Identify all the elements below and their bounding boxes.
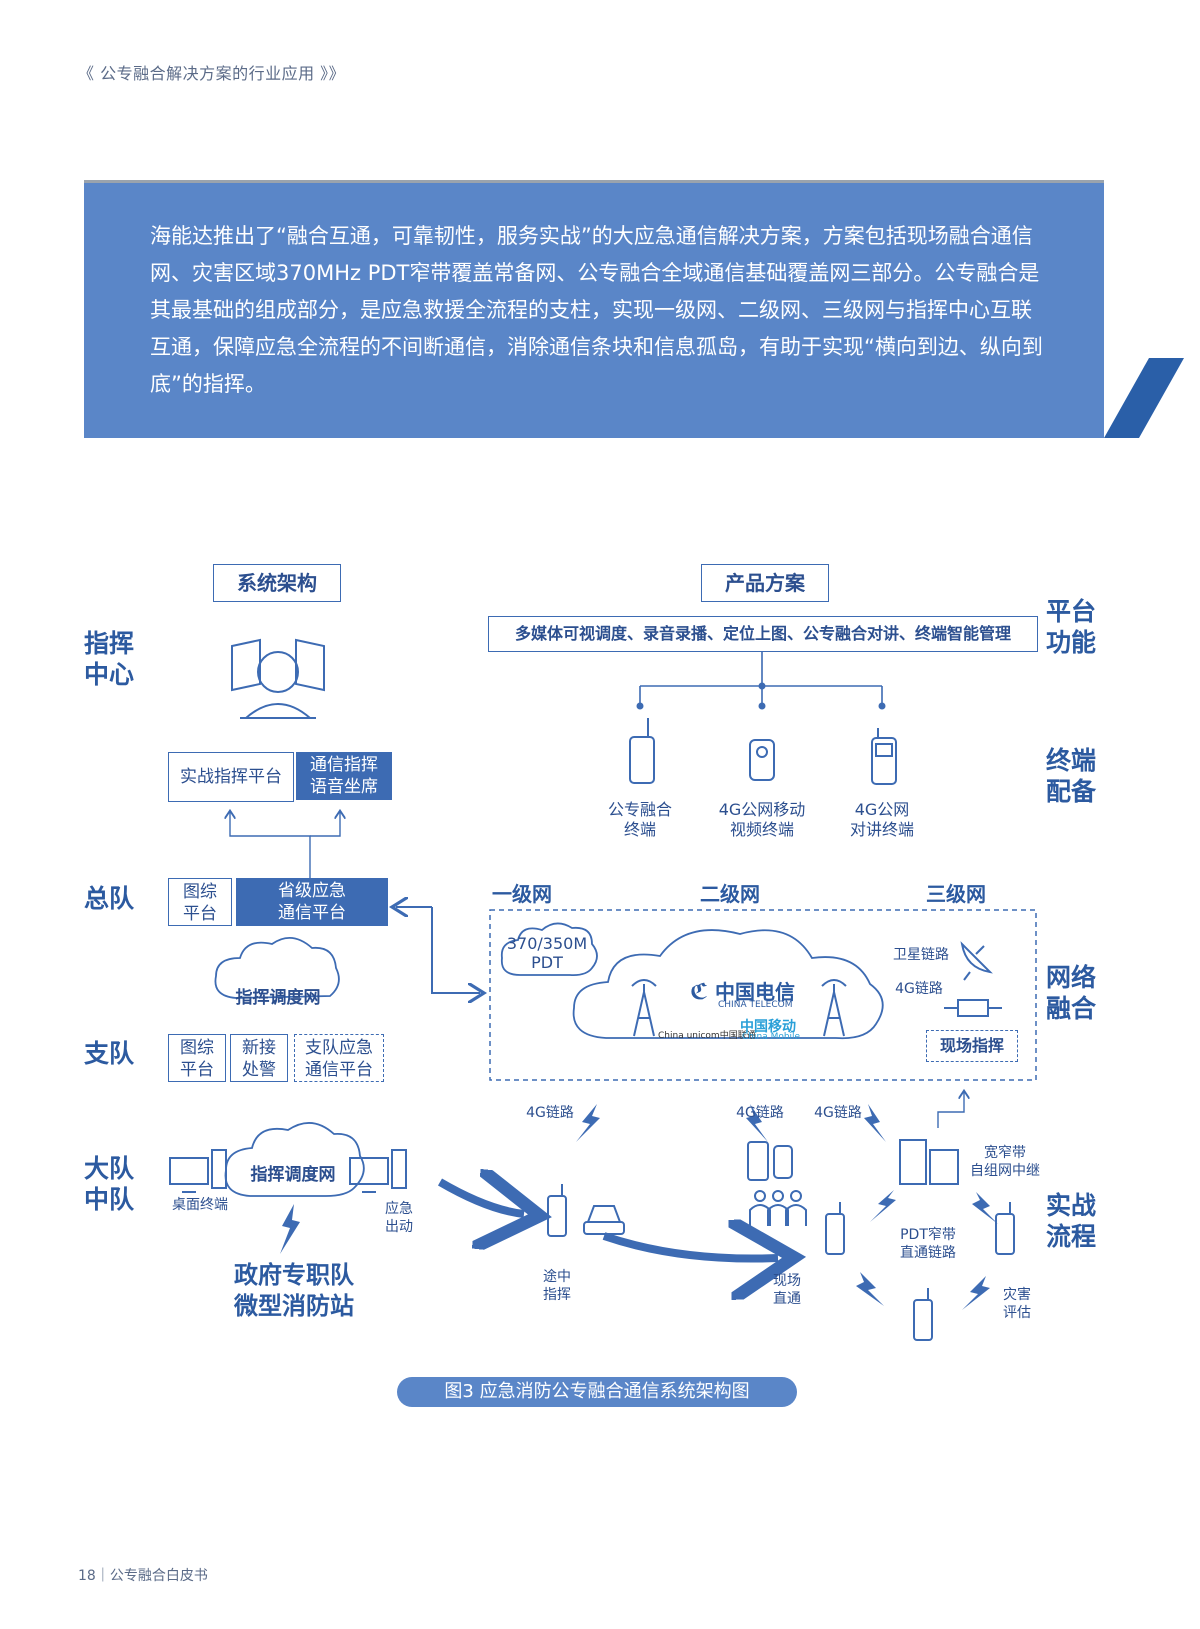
label-network: 网络 融合: [1046, 963, 1097, 1023]
practice-4g-link-b: 4G链路: [736, 1105, 784, 1121]
section-product-solution: 产品方案: [701, 564, 829, 602]
enroute-command-label: 途中 指挥: [543, 1269, 571, 1303]
level3-label: 三级网: [926, 882, 986, 906]
level2-label: 二级网: [700, 882, 760, 906]
disaster-assess-label: 灾害 评估: [1003, 1287, 1031, 1321]
intro-top-bar: [84, 180, 1104, 185]
command-platform-box: 实战指挥平台: [168, 752, 294, 802]
header-title: 《 公专融合解决方案的行业应用 》》: [78, 64, 346, 83]
telecom-en: CHINA TELECOM: [718, 1000, 793, 1010]
figure-caption: 图3 应急消防公专融合通信系统架构图: [397, 1377, 797, 1407]
walkie-talkie-icon: [871, 728, 897, 785]
provincial-platform-box: 省级应急 通信平台: [236, 878, 388, 926]
voice-seat-box: 通信指挥 语音坐席: [296, 752, 392, 800]
vehicle-icon: [583, 1205, 625, 1235]
telecom-logo-icon: ℭ: [690, 980, 709, 1005]
label-zongdui: 总队: [84, 884, 135, 913]
intro-box: [84, 183, 1104, 438]
section-system-architecture: 系统架构: [213, 564, 341, 602]
pdt-direct-label: PDT窄带 直通链路: [900, 1227, 956, 1261]
mobile-en: China Mobile: [742, 1032, 801, 1042]
radio-handset-icon: [629, 718, 655, 784]
network-4g-link-label: 4G链路: [895, 981, 943, 997]
onsite-direct-label: 现场 直通: [773, 1273, 801, 1307]
level1-label: 一级网: [492, 882, 552, 906]
zongdui-tuzong-box: 图综 平台: [168, 878, 232, 926]
relay-label: 宽窄带 自组网中继: [970, 1145, 1040, 1179]
unicom-logo: China unicom中国联通: [658, 1031, 756, 1041]
platform-functions-box: 多媒体可视调度、录音录播、定位上图、公专融合对讲、终端智能管理: [488, 616, 1038, 652]
desktop-terminal-icon: [169, 1149, 407, 1193]
dispatch-net-label: 指挥调度网: [235, 988, 321, 1008]
practice-devices: [547, 1139, 1015, 1341]
terminal-label-2: 4G公网移动 视频终端: [718, 800, 806, 839]
body-camera-icon: [749, 739, 775, 781]
practice-4g-link-a: 4G链路: [526, 1105, 574, 1121]
intro-text: 海能达推出了“融合互通，可靠韧性，服务实战”的大应急通信解决方案，方案包括现场融…: [150, 224, 1043, 396]
cell-tower-icon: [631, 979, 847, 1037]
zhidui-platform-box: 支队应急 通信平台: [294, 1034, 384, 1082]
satellite-link-label: 卫星链路: [893, 947, 949, 963]
gov-team-label: 政府专职队 微型消防站: [234, 1261, 354, 1320]
label-terminal: 终端 配备: [1046, 746, 1097, 806]
terminal-label-1: 公专融合 终端: [607, 800, 672, 839]
label-command-center: 指挥 中心: [84, 629, 135, 689]
label-zhidui: 支队: [84, 1039, 135, 1068]
satellite-dish-icon: [960, 941, 993, 981]
telecom-logo: ℭ 中国电信: [690, 976, 795, 1005]
people-icon: [749, 1190, 807, 1226]
relay-device-icon: [944, 999, 1002, 1017]
label-dadui: 大队 中队: [84, 1154, 135, 1214]
telecom-name: 中国电信: [714, 980, 795, 1004]
dadui-dispatch-net-label: 指挥调度网: [250, 1165, 336, 1185]
pdt-cloud-label: 370/350M PDT: [506, 934, 588, 972]
zhidui-tuzong-box: 图综 平台: [168, 1034, 226, 1082]
response-label: 应急 出动: [385, 1201, 413, 1235]
page-footer: 18｜公专融合白皮书: [78, 1568, 208, 1584]
corner-triangle: [1104, 358, 1184, 438]
desktop-terminal-label: 桌面终端: [172, 1197, 228, 1213]
label-platform-function: 平台 功能: [1046, 597, 1097, 657]
practice-4g-link-c: 4G链路: [814, 1105, 862, 1121]
onsite-command-box: 现场指挥: [926, 1030, 1018, 1062]
terminal-label-3: 4G公网 对讲终端: [849, 800, 914, 839]
label-practice: 实战 流程: [1046, 1191, 1097, 1251]
command-center-icon: [231, 638, 325, 719]
zhidui-xinjie-box: 新接 处警: [230, 1034, 288, 1082]
mobile-logo: 中国移动: [740, 1019, 796, 1035]
lightning-icons: [576, 1104, 998, 1310]
